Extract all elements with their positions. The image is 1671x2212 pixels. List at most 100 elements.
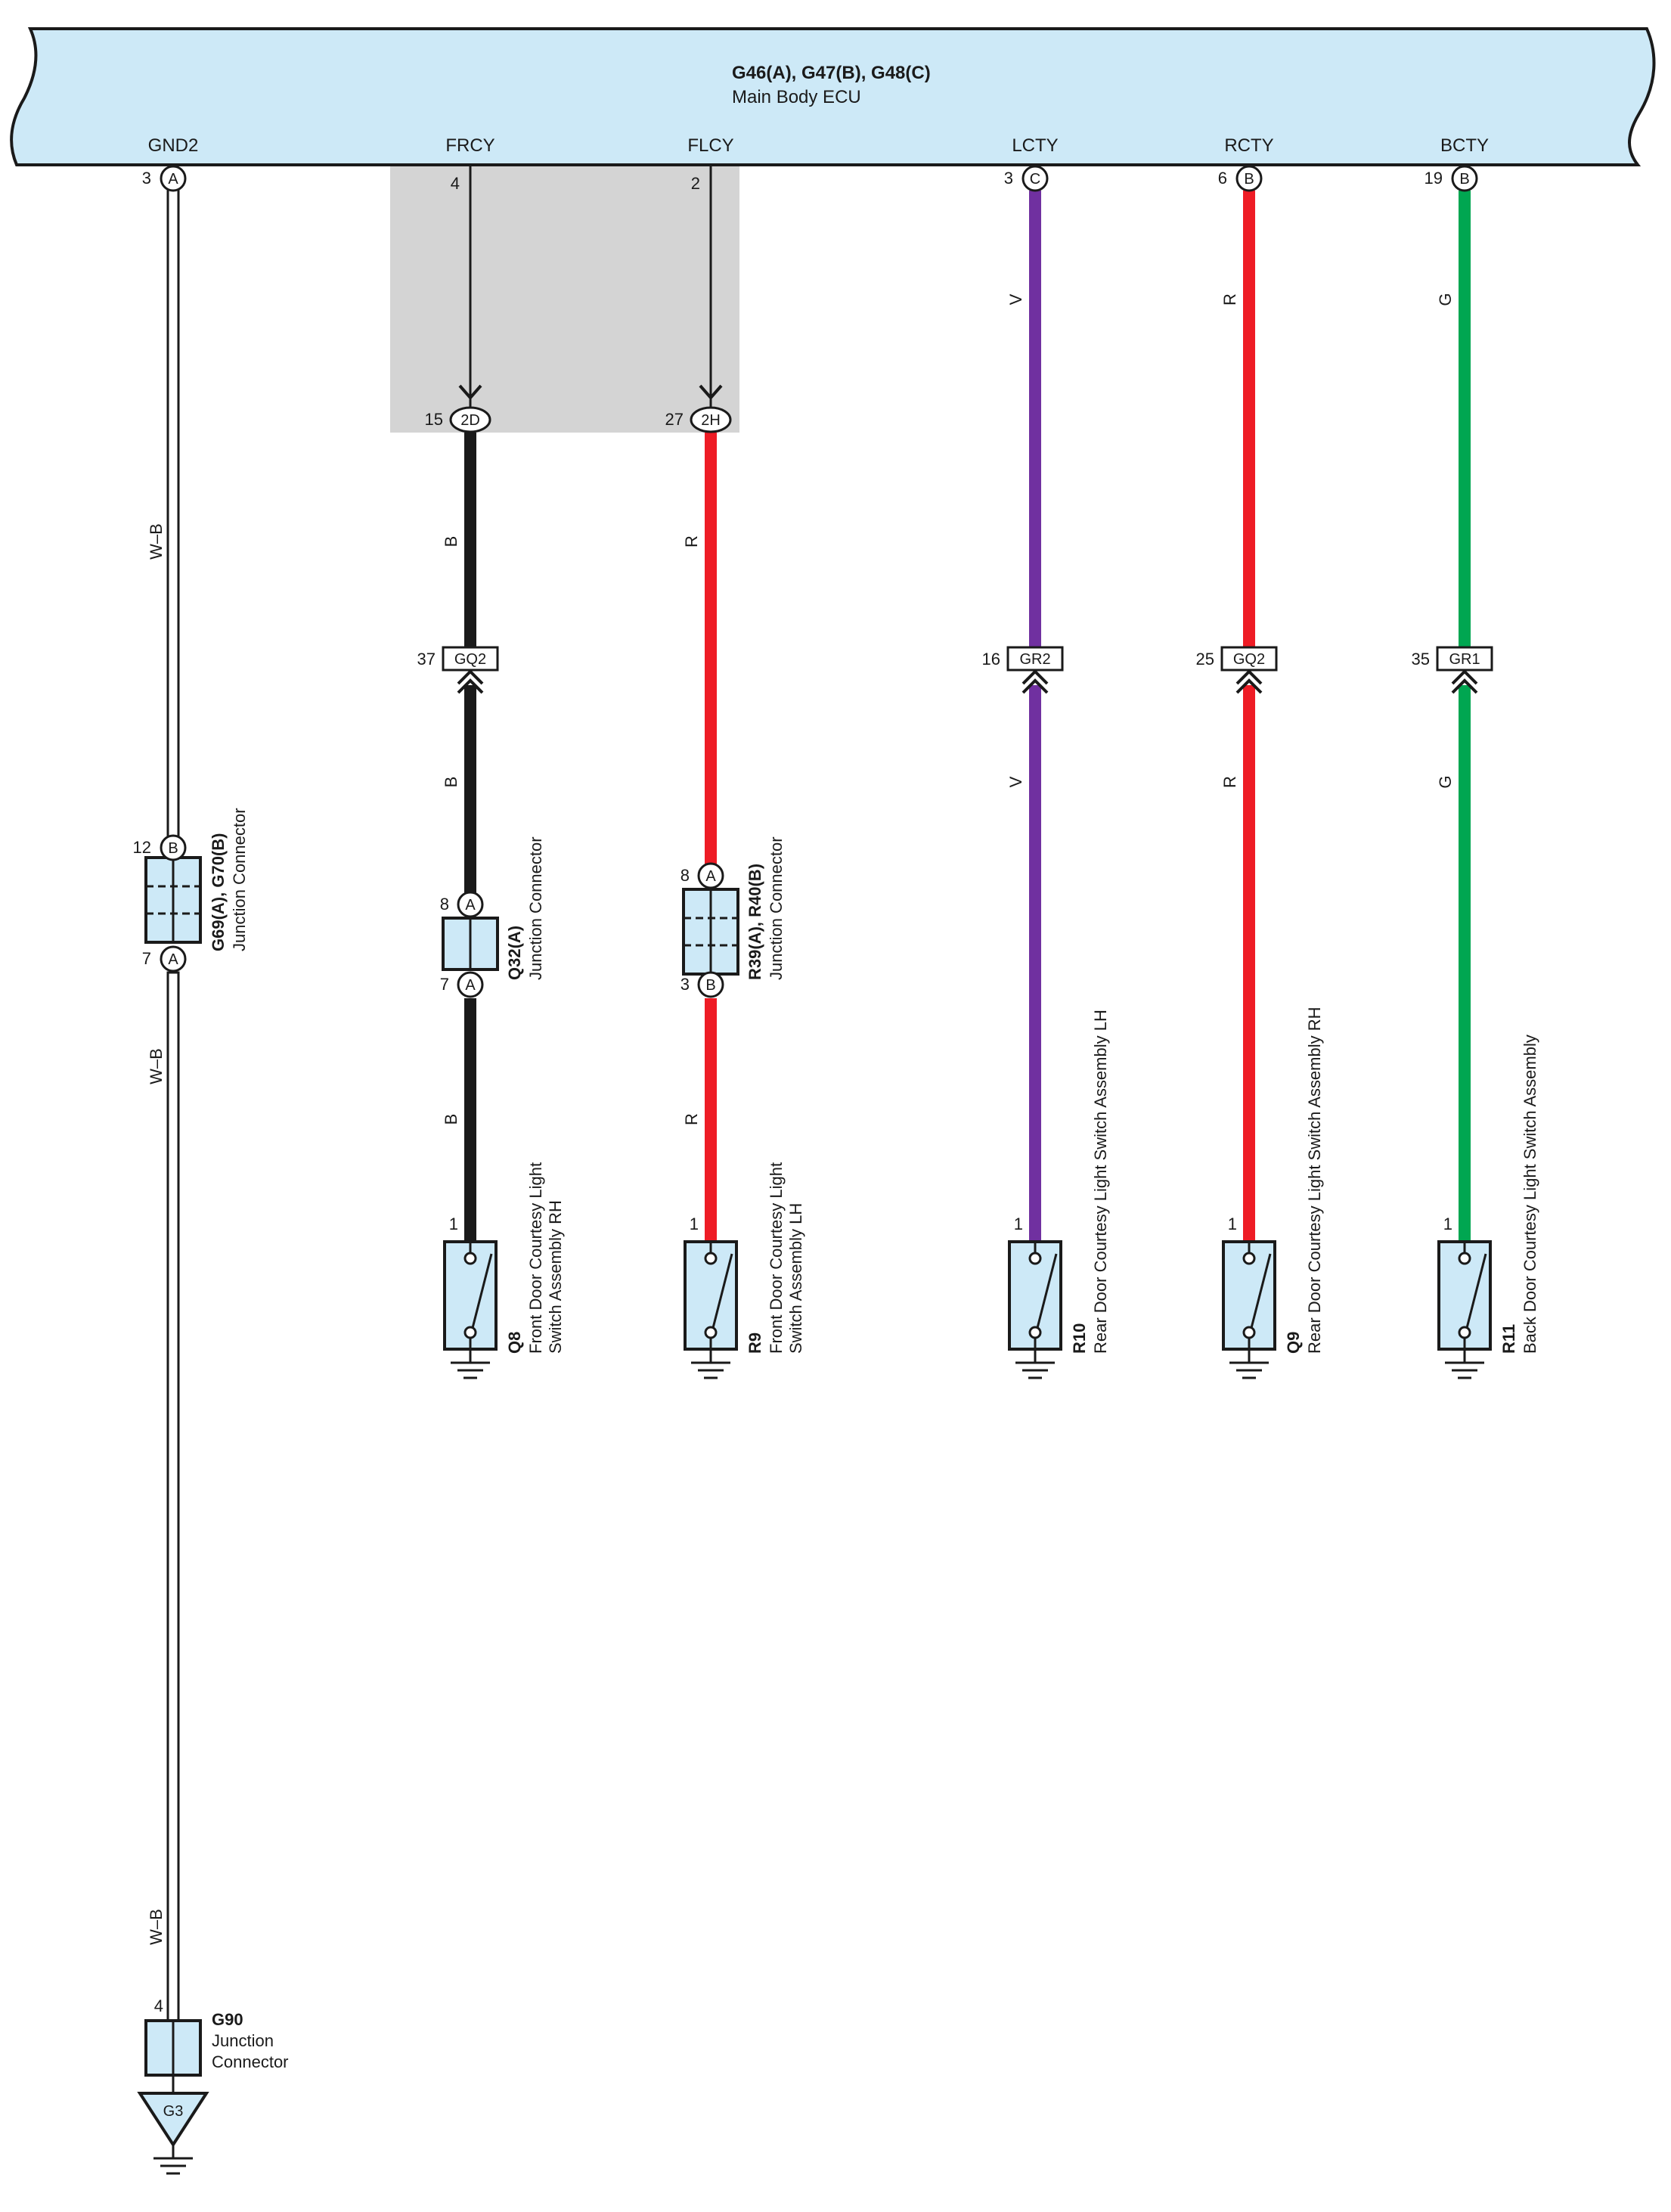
door-switch-r10 <box>1008 1240 1062 1351</box>
wire-color-label: V <box>1006 293 1025 305</box>
pin-number: 4 <box>451 174 460 193</box>
wire-gnd2-lower <box>166 971 180 2022</box>
circuit-gnd2: A 3 W–B B 12 A 7 G69(A), G70(B) Junction… <box>133 165 289 2175</box>
conn-letter: C <box>1030 171 1040 188</box>
joint-label: 2H <box>701 412 721 429</box>
arrow-icon <box>699 384 723 401</box>
pin-number: 1 <box>1228 1215 1237 1233</box>
ground-icon <box>1014 1348 1056 1379</box>
inline-connector-gq2 <box>1220 646 1278 672</box>
ecu-connector-b-bcty <box>1451 165 1478 192</box>
wire-color-label: R <box>682 535 701 548</box>
pin-number: 1 <box>690 1215 699 1233</box>
circuit-frcy: 4 2D 15 B GQ2 37 B A 8 A 7 Q32(A) Juncti… <box>417 166 565 1379</box>
joint-connector-2d <box>449 406 491 433</box>
switch-desc-1: Front Door Courtesy Light <box>767 1162 786 1354</box>
wire-color-label: W–B <box>147 1909 166 1945</box>
inline-connector-gr1 <box>1436 646 1493 672</box>
switch-id: Q9 <box>1284 1332 1303 1354</box>
wire-rcty-1 <box>1243 191 1255 647</box>
ground-icon <box>1228 1348 1270 1379</box>
inline-label: GR2 <box>1019 651 1050 668</box>
ground-point-label: G3 <box>163 2103 184 2120</box>
wire-frcy-1 <box>464 433 476 647</box>
switch-desc-2: Switch Assembly RH <box>546 1200 565 1354</box>
signal-gnd2: GND2 <box>148 135 199 156</box>
jc-connector-b <box>160 834 187 861</box>
switch-desc-1: Back Door Courtesy Light Switch Assembly <box>1521 1035 1539 1354</box>
pin-number: 19 <box>1425 169 1443 188</box>
wire-color-label: V <box>1006 776 1025 787</box>
jc-connector-a <box>457 971 484 998</box>
inline-label: GQ2 <box>454 651 486 668</box>
wire-color-label: B <box>442 1114 460 1125</box>
door-switch-r9 <box>684 1240 738 1351</box>
arrow-icon <box>458 384 482 401</box>
ecu-connector-a-gnd2 <box>160 165 187 192</box>
pin-number: 12 <box>133 838 151 857</box>
ground-icon <box>1443 1348 1486 1379</box>
inline-label: GQ2 <box>1233 651 1265 668</box>
ground-point-g3 <box>137 2092 209 2148</box>
switch-id: R9 <box>746 1332 764 1354</box>
pin-number: 35 <box>1412 650 1430 669</box>
switch-desc-1: Rear Door Courtesy Light Switch Assembly… <box>1091 1010 1110 1354</box>
pin-number: 4 <box>154 1996 163 2015</box>
jc-desc: Junction Connector <box>767 836 786 980</box>
switch-id: R10 <box>1070 1323 1089 1354</box>
switch-id: R11 <box>1499 1324 1518 1354</box>
g90-desc-1: Junction <box>212 2031 274 2050</box>
inline-connector-gq2 <box>442 646 499 672</box>
conn-letter: A <box>465 897 476 914</box>
door-switch-q9 <box>1222 1240 1276 1351</box>
wire-color-label: B <box>442 536 460 548</box>
switch-desc-1: Rear Door Courtesy Light Switch Assembly… <box>1305 1007 1324 1354</box>
jc-id: G69(A), G70(B) <box>209 833 228 951</box>
wire-flcy-1 <box>705 433 717 871</box>
conn-letter: A <box>705 868 716 885</box>
ground-icon <box>449 1348 491 1379</box>
shaded-region <box>390 166 739 433</box>
wire-color-label: G <box>1436 775 1455 788</box>
wire-color-label: R <box>1220 776 1239 788</box>
circuit-lcty: C 3 V GR2 16 V 1 R10 Rear Door Courtesy … <box>982 165 1110 1379</box>
conn-letter: A <box>168 951 178 968</box>
switch-id: Q8 <box>505 1332 524 1354</box>
g90-id: G90 <box>212 2010 243 2029</box>
wire-lcty-2 <box>1029 685 1041 1242</box>
signal-lcty: LCTY <box>1012 135 1058 156</box>
jc-connector-b <box>697 971 724 998</box>
circuit-bcty: B 19 G GR1 35 G 1 R11 Back Door Courtesy… <box>1412 165 1539 1379</box>
door-switch-r11 <box>1437 1240 1492 1351</box>
wire-bcty-1 <box>1459 191 1471 647</box>
pin-number: 27 <box>665 410 684 429</box>
pin-number: 1 <box>449 1215 458 1233</box>
ecu-connector-b-rcty <box>1235 165 1263 192</box>
ecu-body <box>10 27 1656 166</box>
pin-number: 7 <box>142 949 151 968</box>
wire-bcty-2 <box>1459 685 1471 1242</box>
pin-number: 1 <box>1014 1215 1023 1233</box>
wire-color-label: G <box>1436 293 1455 306</box>
pin-number: 15 <box>425 410 443 429</box>
wire-gnd2-upper <box>166 186 180 842</box>
jc-id: Q32(A) <box>505 926 524 980</box>
main-body-ecu: G46(A), G47(B), G48(C) Main Body ECU <box>10 27 1656 166</box>
switch-desc-2: Switch Assembly LH <box>786 1203 805 1354</box>
wire-color-label: B <box>442 777 460 788</box>
pin-number: 37 <box>417 650 436 669</box>
ecu-id: G46(A), G47(B), G48(C) <box>732 63 931 83</box>
wire-color-label: W–B <box>147 523 166 560</box>
jc-desc: Junction Connector <box>526 836 545 980</box>
pin-number: 8 <box>680 866 690 885</box>
wire-color-label: R <box>682 1113 701 1125</box>
wire-lcty-1 <box>1029 191 1041 647</box>
g90-desc-2: Connector <box>212 2052 289 2071</box>
wire-color-label: W–B <box>147 1048 166 1084</box>
pin-number: 3 <box>680 975 690 994</box>
pin-number: 6 <box>1218 169 1227 188</box>
wire-flcy-2 <box>705 998 717 1242</box>
circuit-flcy: 2 2H 27 R A 8 B 3 R39(A), R40(B) Junctio… <box>665 166 805 1379</box>
joint-label: 2D <box>460 412 480 429</box>
conn-letter: A <box>465 977 476 994</box>
